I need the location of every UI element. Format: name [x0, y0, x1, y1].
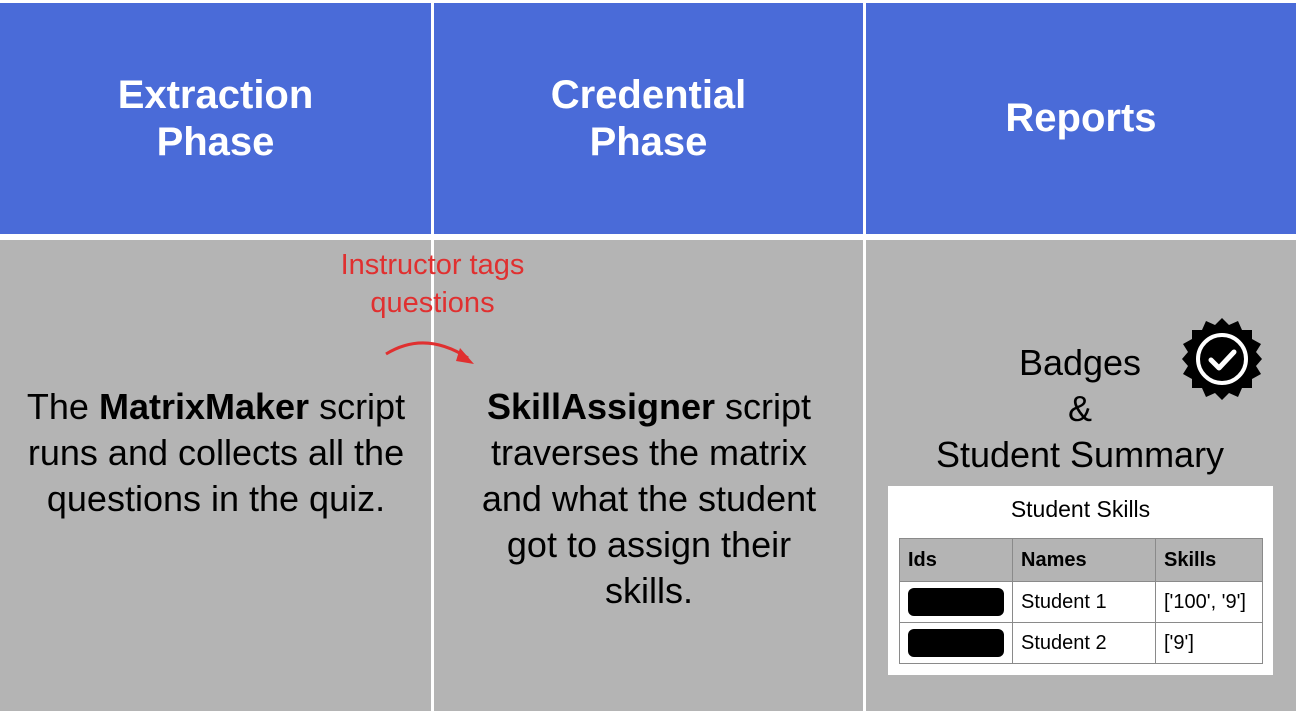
student-skills-title: Student Skills [1010, 496, 1151, 522]
badges-summary-label: Badges & Student Summary [880, 340, 1280, 478]
credential-description: SkillAssigner script traverses the matri… [462, 384, 836, 614]
header-reports: Reports [866, 3, 1296, 234]
redacted-id [908, 629, 1004, 657]
student-summary-line: Student Summary [935, 434, 1225, 475]
student-name-cell: Student 1 [1012, 581, 1156, 623]
redacted-id-cell [899, 581, 1013, 623]
header-credential-phase: Credential Phase [434, 3, 863, 234]
names-header: Names [1012, 538, 1156, 582]
skillassigner-name: SkillAssigner [486, 386, 716, 427]
instructor-tags-label: Instructor tags questions [340, 249, 525, 319]
student-skills-cell: ['9'] [1155, 622, 1263, 664]
credential-description-post: script traverses the matrix and what the… [481, 386, 817, 611]
redacted-id [908, 588, 1004, 616]
skills-header: Skills [1155, 538, 1263, 582]
matrixmaker-name: MatrixMaker [98, 386, 310, 427]
ampersand-line: & [1067, 388, 1092, 429]
badges-line: Badges [1018, 342, 1142, 383]
student-name-cell: Student 2 [1012, 622, 1156, 664]
header-extraction-phase: Extraction Phase [0, 3, 431, 234]
table-header-row: Ids Names Skills [899, 538, 1263, 582]
table-row: Student 1 ['100', '9'] [899, 581, 1263, 623]
student-skills-panel: Student Skills Ids Names Skills Student … [888, 486, 1273, 675]
extraction-column [0, 240, 431, 711]
curved-arrow-icon [385, 341, 474, 364]
credential-column [434, 240, 863, 711]
table-row: Student 2 ['9'] [899, 622, 1263, 664]
student-skills-cell: ['100', '9'] [1155, 581, 1263, 623]
extraction-description: The MatrixMaker script runs and collects… [10, 384, 422, 522]
extraction-description-pre: The [26, 386, 99, 427]
extraction-description-post: script runs and collects all the questio… [27, 386, 406, 519]
ids-header: Ids [899, 538, 1013, 582]
redacted-id-cell [899, 622, 1013, 664]
check-badge-icon [1182, 318, 1262, 400]
student-skills-table: Ids Names Skills Student 1 ['100', '9'] … [899, 538, 1263, 664]
